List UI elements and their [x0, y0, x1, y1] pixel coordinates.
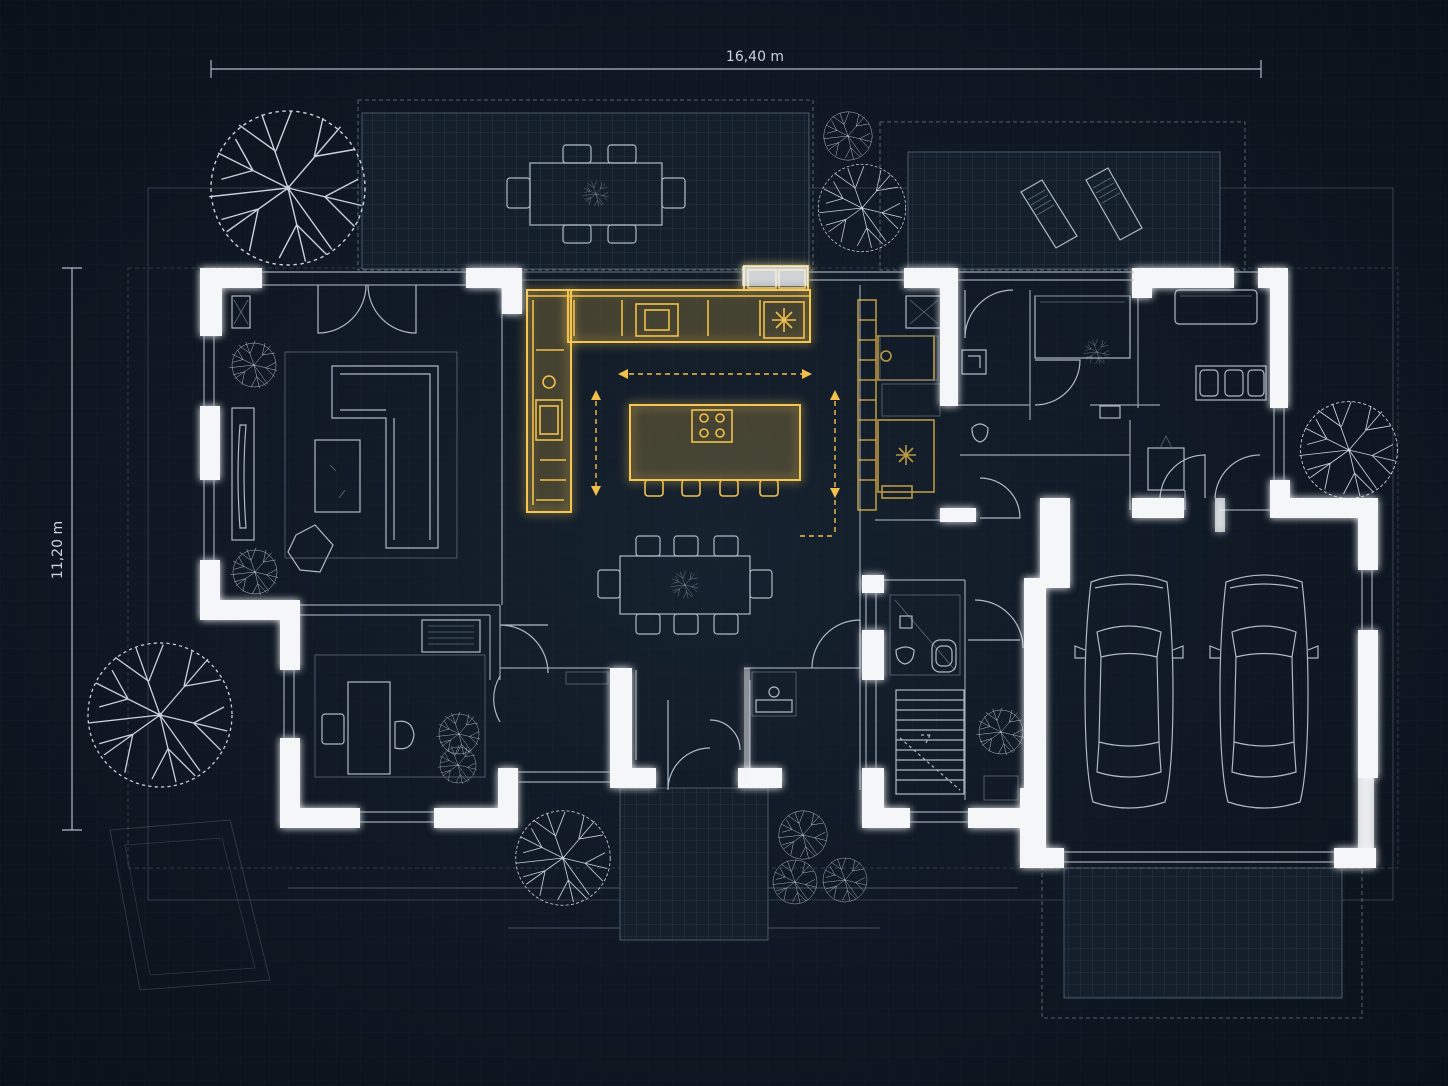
- windows: [203, 271, 1373, 863]
- cooktop-icon: [691, 409, 733, 443]
- office-chair: [321, 713, 345, 745]
- sink-icon: [961, 349, 987, 375]
- toilet-icon: [971, 423, 989, 443]
- stairs-icon: [895, 689, 965, 795]
- sofa-icon: [1174, 289, 1258, 325]
- shelf-unit: [421, 619, 481, 653]
- service-rooms: [879, 289, 1267, 491]
- kitchen-details: [527, 269, 810, 505]
- sun-loungers: [1020, 167, 1143, 249]
- height-dimension-label: 11,20 m: [50, 521, 66, 579]
- armchair: [287, 524, 334, 573]
- tv-console: [231, 407, 255, 541]
- toilet-icon: [895, 646, 915, 665]
- wc-entry: [565, 671, 1019, 801]
- driveway: [1063, 867, 1343, 999]
- washer-dryer: [1195, 365, 1267, 401]
- side-terrace: [907, 151, 1221, 270]
- stove-icon: [763, 301, 805, 339]
- bathroom: [889, 594, 961, 676]
- pantry: [857, 299, 935, 511]
- rear-terrace: [361, 112, 810, 270]
- doors: [317, 284, 1261, 791]
- kitchen-circulation-arrows: [591, 369, 840, 537]
- desk: [347, 681, 391, 775]
- tree-icon: [87, 110, 1398, 906]
- living-room: [231, 295, 458, 573]
- sofa-icon: [331, 365, 439, 549]
- office-chair: [394, 720, 415, 750]
- width-dimension-label: 16,40 m: [726, 49, 784, 65]
- width-dimension: [210, 60, 1262, 78]
- height-dimension: [62, 267, 82, 831]
- terrace-dining-set: [506, 144, 686, 244]
- sink-icon: [635, 303, 679, 337]
- office: [314, 619, 486, 778]
- coffee-table: [314, 439, 361, 513]
- exterior-walls: [200, 266, 1378, 868]
- dining-area: [597, 535, 773, 635]
- front-walkway: [619, 787, 769, 941]
